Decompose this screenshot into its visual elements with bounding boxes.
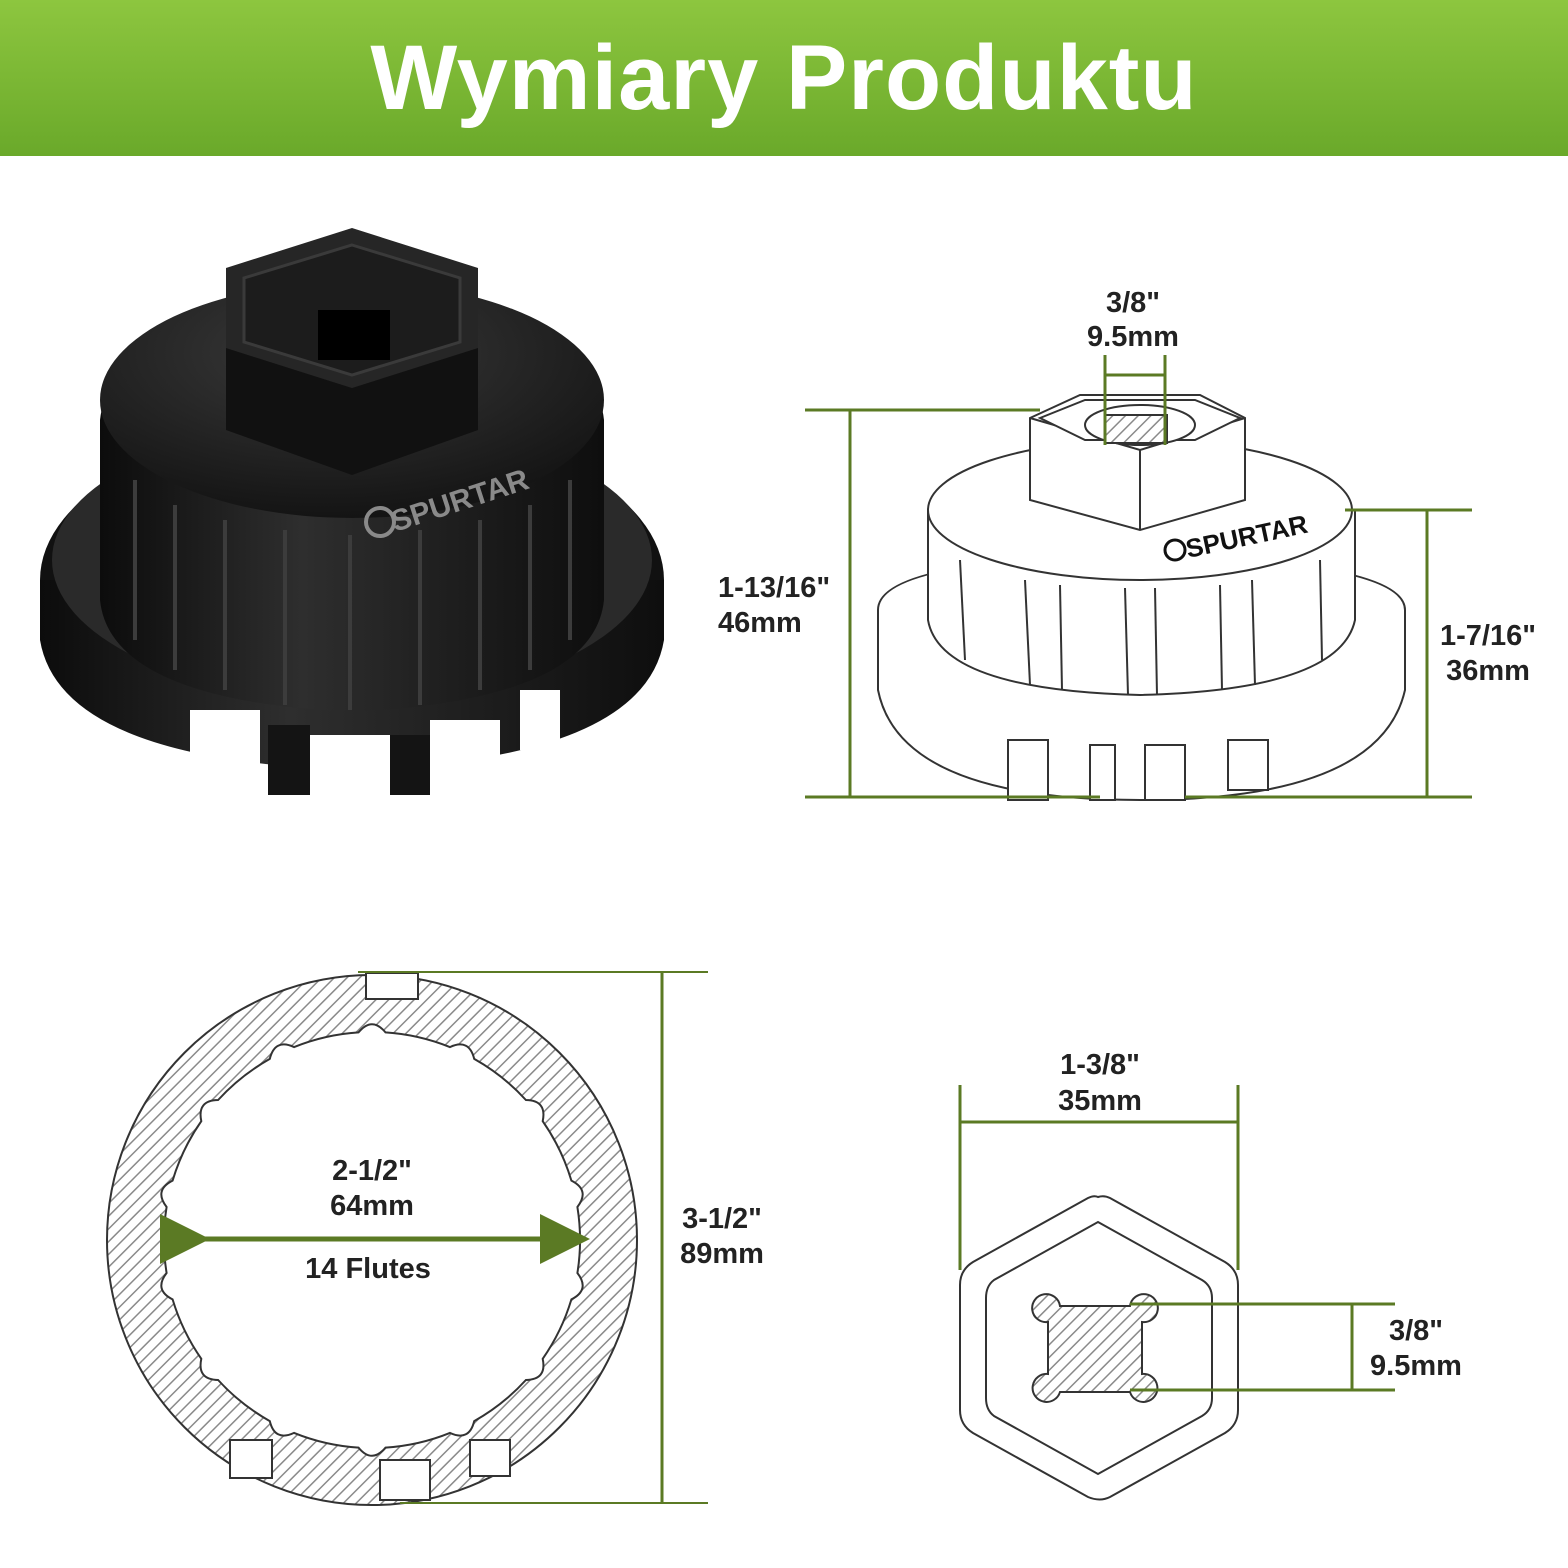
product-photo: SPURTAR: [40, 228, 664, 795]
hex-width-metric: 35mm: [1058, 1085, 1142, 1117]
body-height-metric: 36mm: [1446, 655, 1530, 687]
bottom-view-dimension-lines: [160, 971, 708, 1504]
body-height-imperial: 1-7/16": [1440, 620, 1536, 652]
hex-view-dimension-lines: [958, 1085, 1395, 1392]
drive-bottom-metric: 9.5mm: [1370, 1350, 1462, 1382]
brand-logo-icon-drawing: [1163, 538, 1187, 562]
side-view-dimension-lines: [805, 355, 1472, 799]
outer-diameter-metric: 89mm: [680, 1238, 764, 1270]
hex-width-imperial: 1-3/8": [1060, 1049, 1140, 1081]
inner-diameter-metric: 64mm: [330, 1190, 414, 1222]
inner-diameter-imperial: 2-1/2": [332, 1155, 412, 1187]
brand-logo-icon: [364, 506, 396, 538]
hex-top-view-drawing: [959, 1195, 1239, 1501]
total-height-imperial: 1-13/16": [718, 572, 830, 604]
side-view-drawing: SPURTAR: [877, 394, 1406, 802]
drive-top-metric: 9.5mm: [1087, 321, 1179, 353]
drive-bottom-imperial: 3/8": [1389, 1315, 1443, 1347]
page-title: Wymiary Produktu: [370, 26, 1198, 129]
drive-top-imperial: 3/8": [1106, 287, 1160, 319]
total-height-metric: 46mm: [718, 607, 802, 639]
outer-diameter-imperial: 3-1/2": [682, 1203, 762, 1235]
header-banner: [0, 0, 1568, 156]
flute-count-label: 14 Flutes: [305, 1253, 431, 1285]
